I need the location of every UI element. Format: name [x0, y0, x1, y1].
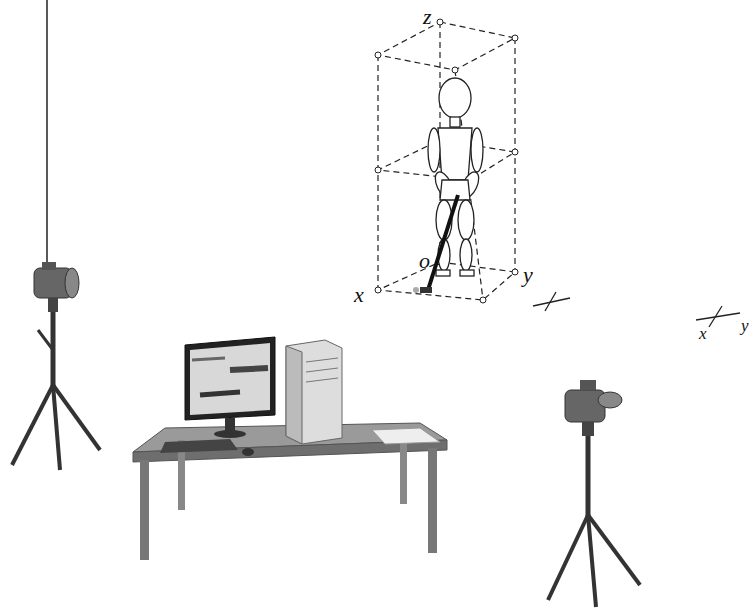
axis-label: y [523, 264, 533, 286]
club-head [420, 287, 432, 293]
left-camera [12, 262, 100, 470]
volume-corners [375, 19, 518, 303]
axis-label: z [423, 6, 432, 28]
desk [133, 423, 447, 560]
computer-tower [286, 340, 342, 444]
axis-label: y [741, 317, 749, 334]
axis-symbol [533, 292, 740, 327]
right-camera [548, 380, 640, 607]
margin-rule [46, 0, 48, 285]
axis-label: x [699, 325, 707, 342]
capture-volume [378, 22, 515, 300]
axis-label: x [354, 284, 364, 306]
ball-marker [413, 287, 419, 293]
golf-club [428, 195, 458, 290]
golfer-figure [428, 78, 483, 276]
monitor [160, 337, 275, 456]
axis-label: o [419, 250, 430, 272]
